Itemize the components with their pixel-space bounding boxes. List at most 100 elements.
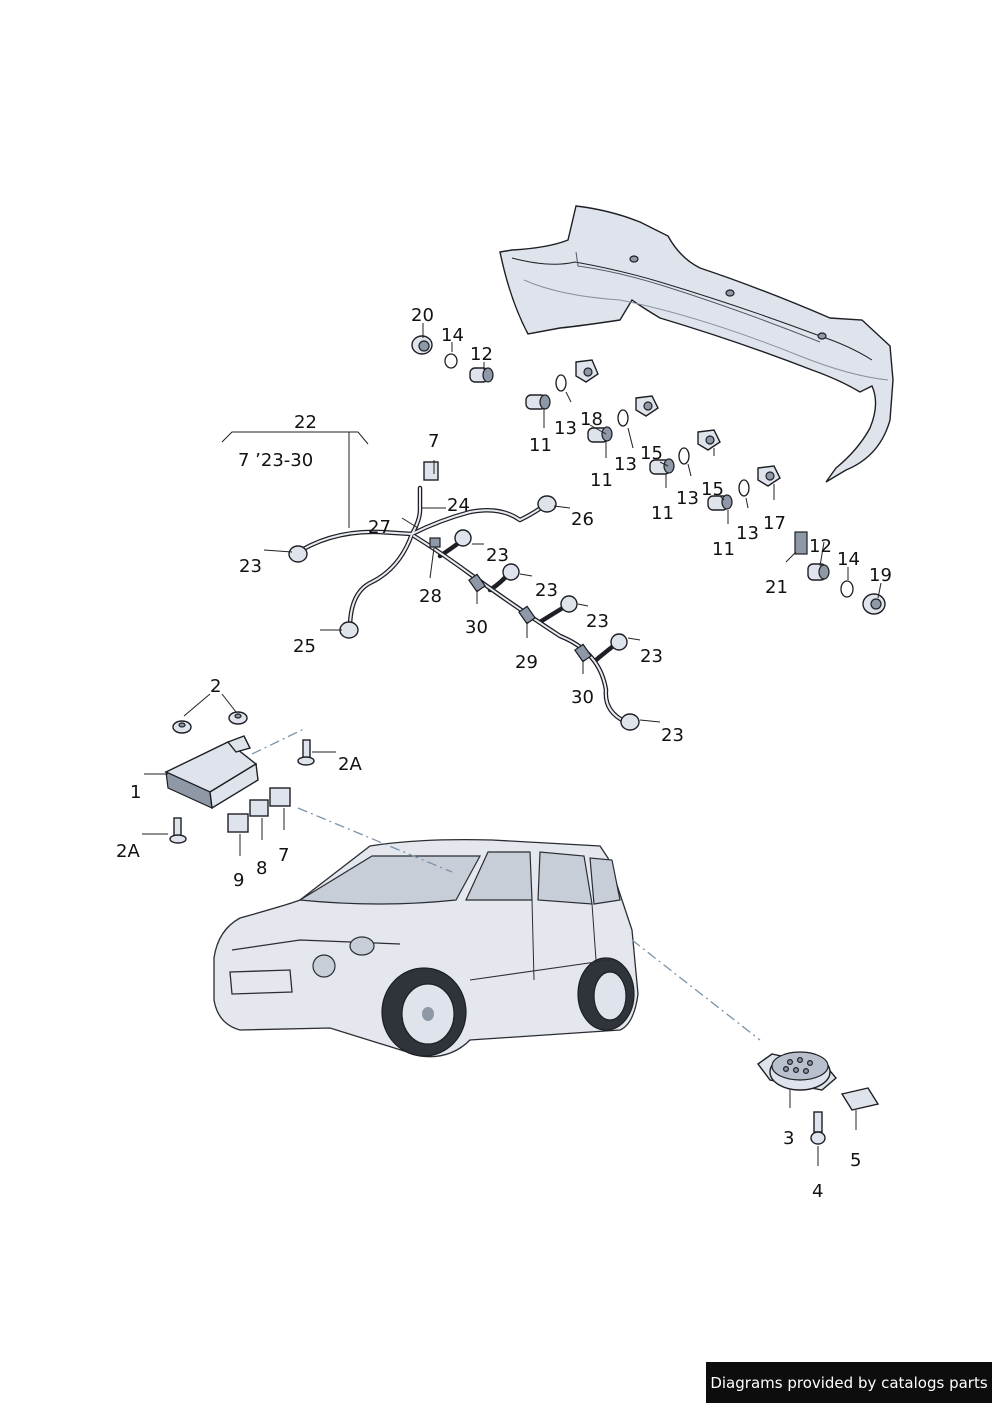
callout-13-b: 13: [614, 454, 637, 475]
sensor-parts: [411, 335, 886, 615]
callout-15-b: 15: [701, 479, 724, 500]
callout-21: 21: [765, 577, 788, 598]
callout-11-a: 11: [529, 435, 552, 456]
sensor-holder-d: [757, 465, 781, 487]
o-ring-13-c: [678, 447, 690, 465]
callout-30-b: 30: [571, 687, 594, 708]
sensor-holder-c: [697, 429, 721, 451]
vehicle-illustration: [213, 838, 639, 1058]
callout-23-e: 23: [661, 725, 684, 746]
callout-23-a: 23: [486, 545, 509, 566]
nut-2-right: [228, 711, 248, 725]
callout-3: 3: [783, 1128, 794, 1149]
location-line-module-link: [251, 727, 307, 755]
callout-2: 2: [210, 676, 221, 697]
callout-18: 18: [580, 409, 603, 430]
callout-13-d: 13: [736, 523, 759, 544]
clip-28: [429, 537, 441, 548]
connector-23-e: [620, 713, 640, 731]
callout-7-module: 7: [278, 845, 289, 866]
connector-23-d: [610, 633, 628, 651]
sleeve-30-b: [574, 643, 592, 663]
leader-lines: [142, 323, 882, 1166]
callout-23-d: 23: [640, 646, 663, 667]
o-ring-14-right: [840, 580, 854, 598]
callout-labels: 22 7 ’23-30 20 14 12 11 13 18 11 13 15 1…: [116, 305, 892, 1202]
callout-2a-top: 2A: [338, 754, 362, 775]
front-wheel: [381, 967, 467, 1057]
callout-15-a: 15: [640, 443, 663, 464]
control-module: [164, 711, 315, 844]
connector-8: [249, 799, 269, 817]
callout-11-b: 11: [590, 470, 613, 491]
callout-5: 5: [850, 1150, 861, 1171]
connector-5: [840, 1087, 880, 1111]
sensor-11-c: [649, 458, 675, 475]
connector-7-harness: [423, 461, 439, 481]
o-ring-13-b: [617, 409, 629, 427]
callout-8: 8: [256, 858, 267, 879]
connector-23-left: [288, 545, 308, 563]
callout-13-c: 13: [676, 488, 699, 509]
callout-22-range: 7 ’23-30: [238, 450, 313, 471]
sleeve-30-a: [468, 573, 486, 593]
sensor-11-b: [587, 426, 613, 443]
callout-1: 1: [130, 782, 141, 803]
callout-14-top: 14: [441, 325, 464, 346]
sensor-12-right: [807, 563, 830, 581]
callout-26: 26: [571, 509, 594, 530]
callout-24: 24: [447, 495, 470, 516]
sensor-holder-b: [635, 395, 659, 417]
connector-26: [537, 495, 557, 513]
nut-2-left: [172, 720, 192, 734]
callout-13-a: 13: [554, 418, 577, 439]
callout-23-c: 23: [586, 611, 609, 632]
connector-25: [339, 621, 359, 639]
callout-29: 29: [515, 652, 538, 673]
sensor-holder-19: [862, 593, 886, 615]
callout-12-top: 12: [470, 344, 493, 365]
callout-4: 4: [812, 1181, 823, 1202]
bolt-2a-bottom: [169, 817, 187, 844]
callout-11-c: 11: [651, 503, 674, 524]
callout-22: 22: [294, 412, 317, 433]
callout-11-d: 11: [712, 539, 735, 560]
sensor-12-top: [469, 367, 494, 383]
callout-12-right: 12: [809, 536, 832, 557]
callout-30-a: 30: [465, 617, 488, 638]
callout-20: 20: [411, 305, 434, 326]
callout-19: 19: [869, 565, 892, 586]
rear-wheel: [577, 957, 635, 1031]
o-ring-14-top: [444, 353, 458, 369]
connector-23-b: [502, 563, 520, 581]
bolt-3: [813, 1111, 823, 1133]
callout-23-left: 23: [239, 556, 262, 577]
connector-23-c: [560, 595, 578, 613]
connector-23-a: [454, 529, 472, 547]
sensor-holder-a: [575, 359, 599, 383]
callout-28: 28: [419, 586, 442, 607]
group-bracket-22: [221, 431, 369, 528]
sleeve-29: [518, 605, 536, 625]
wiring-harness: [288, 461, 640, 731]
location-line-module: [297, 807, 453, 873]
callout-9: 9: [233, 870, 244, 891]
callout-23-b: 23: [535, 580, 558, 601]
callout-7-harness: 7: [428, 431, 439, 452]
o-ring-13-d: [738, 479, 750, 497]
callout-14-right: 14: [837, 549, 860, 570]
warning-buzzer: [757, 1051, 880, 1145]
callout-27: 27: [368, 517, 391, 538]
callout-2a-bottom: 2A: [116, 841, 140, 862]
sensor-11-a: [525, 394, 551, 410]
callout-25: 25: [293, 636, 316, 657]
callout-17: 17: [763, 513, 786, 534]
rear-bumper: [499, 205, 894, 483]
bracket-21: [794, 531, 808, 555]
footer-credit: Diagrams provided by catalogs parts: [706, 1362, 992, 1403]
washer-4: [810, 1131, 826, 1145]
location-line-buzzer: [631, 939, 761, 1041]
bolt-2a-top: [297, 739, 315, 766]
o-ring-13-a: [555, 374, 567, 392]
